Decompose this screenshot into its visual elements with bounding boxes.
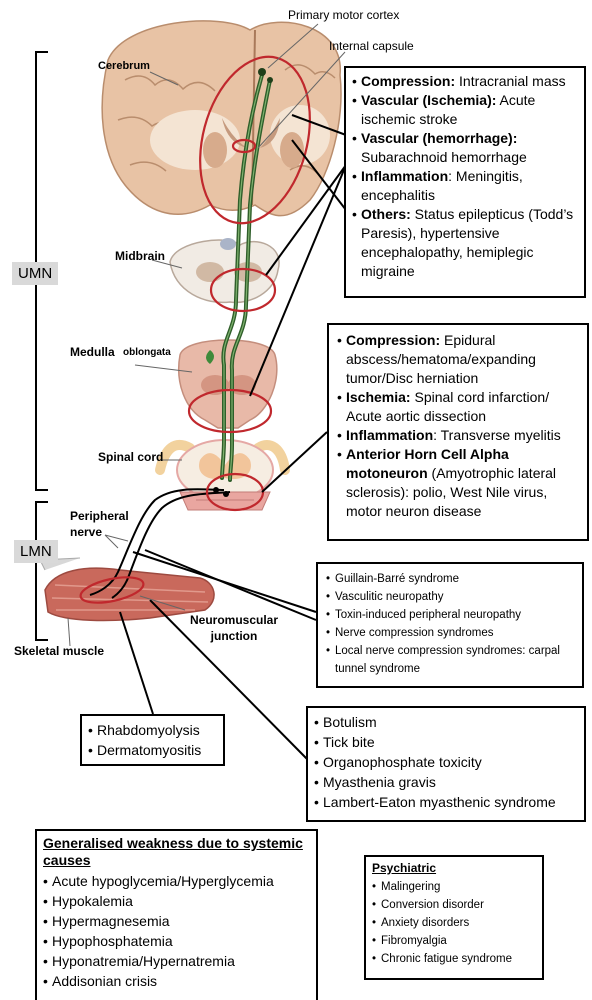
medulla-illustration (179, 340, 277, 428)
nmj-cause-item: Myasthenia gravis (314, 772, 578, 792)
primary-motor-cortex-label: Primary motor cortex (288, 8, 399, 22)
peripheral-nerve-causes-box: Guillain-Barré syndrome Vasculitic neuro… (316, 562, 584, 688)
peripheral-cause-item: Local nerve compression syndromes: carpa… (326, 642, 574, 678)
medulla-label: Medulla (70, 345, 115, 359)
upper-cause-item: Others: Status epilepticus (Todd’s Pares… (352, 205, 578, 281)
psychiatric-cause-item: Anxiety disorders (372, 914, 536, 932)
neuromuscular-junction-label: Neuromuscular junction (190, 612, 278, 644)
oblongata-label: oblongata (123, 347, 171, 358)
nmj-cause-item: Tick bite (314, 732, 578, 752)
upper-cause-item: Vascular (hemorrhage): Subarachnoid hemo… (352, 129, 578, 167)
upper-motor-neuron-causes-box: Compression: Intracranial mass Vascular … (344, 66, 586, 298)
systemic-cause-item: Hyponatremia/Hypernatremia (43, 951, 310, 971)
internal-capsule-label: Internal capsule (329, 39, 414, 53)
systemic-cause-item: Hypermagnesemia (43, 911, 310, 931)
systemic-cause-item: Acute hypoglycemia/Hyperglycemia (43, 871, 310, 891)
neuromuscular-junction-causes-box: Botulism Tick bite Organophosphate toxic… (306, 706, 586, 822)
psychiatric-cause-item: Conversion disorder (372, 896, 536, 914)
systemic-cause-item: Hypokalemia (43, 891, 310, 911)
nmj-cause-item: Lambert-Eaton myasthenic syndrome (314, 792, 578, 812)
umn-tag: UMN (12, 262, 58, 285)
peripheral-cause-item: Vasculitic neuropathy (326, 588, 574, 606)
skeletal-muscle-label: Skeletal muscle (14, 644, 104, 658)
psychiatric-cause-item: Fibromyalgia (372, 932, 536, 950)
upper-cause-item: Vascular (Ischemia): Acute ischemic stro… (352, 91, 578, 129)
midbrain-label: Midbrain (115, 249, 165, 263)
muscle-causes-box: Rhabdomyolysis Dermatomyositis (80, 714, 225, 766)
peripheral-cause-item: Guillain-Barré syndrome (326, 570, 574, 588)
midbrain-illustration (170, 238, 279, 302)
systemic-causes-heading: Generalised weakness due to systemic cau… (43, 835, 310, 869)
upper-cause-item: Compression: Intracranial mass (352, 72, 578, 91)
peripheral-nerve-label: Peripheral nerve (70, 508, 129, 540)
peripheral-cause-item: Nerve compression syndromes (326, 624, 574, 642)
systemic-cause-item: Hypophosphatemia (43, 931, 310, 951)
spinal-cord-label: Spinal cord (98, 450, 163, 464)
psychiatric-causes-box: Psychiatric Malingering Conversion disor… (364, 855, 544, 980)
spinal-cord-causes-box: Compression: Epidural abscess/hematoma/e… (327, 323, 589, 541)
cerebrum-label: Cerebrum (98, 60, 150, 72)
peripheral-cause-item: Toxin-induced peripheral neuropathy (326, 606, 574, 624)
spinal-cause-item: Compression: Epidural abscess/hematoma/e… (337, 331, 579, 388)
psychiatric-cause-item: Malingering (372, 878, 536, 896)
spinal-cause-item: Inflammation: Transverse myelitis (337, 426, 579, 445)
upper-cause-item: Inflammation: Meningitis, encephalitis (352, 167, 578, 205)
systemic-cause-item: Addisonian crisis (43, 971, 310, 991)
psychiatric-heading: Psychiatric (372, 861, 536, 876)
lmn-tag: LMN (14, 540, 58, 563)
systemic-causes-box: Generalised weakness due to systemic cau… (35, 829, 318, 1000)
psychiatric-cause-item: Chronic fatigue syndrome (372, 950, 536, 968)
nmj-cause-item: Botulism (314, 712, 578, 732)
spinal-cause-item: Ischemia: Spinal cord infarction/ Acute … (337, 388, 579, 426)
lmn-bracket (36, 502, 48, 640)
muscle-cause-item: Dermatomyositis (88, 740, 217, 760)
spinal-cause-item: Anterior Horn Cell Alpha motoneuron (Amy… (337, 445, 579, 521)
muscle-cause-item: Rhabdomyolysis (88, 720, 217, 740)
nmj-cause-item: Organophosphate toxicity (314, 752, 578, 772)
cerebrum-illustration (102, 21, 341, 216)
